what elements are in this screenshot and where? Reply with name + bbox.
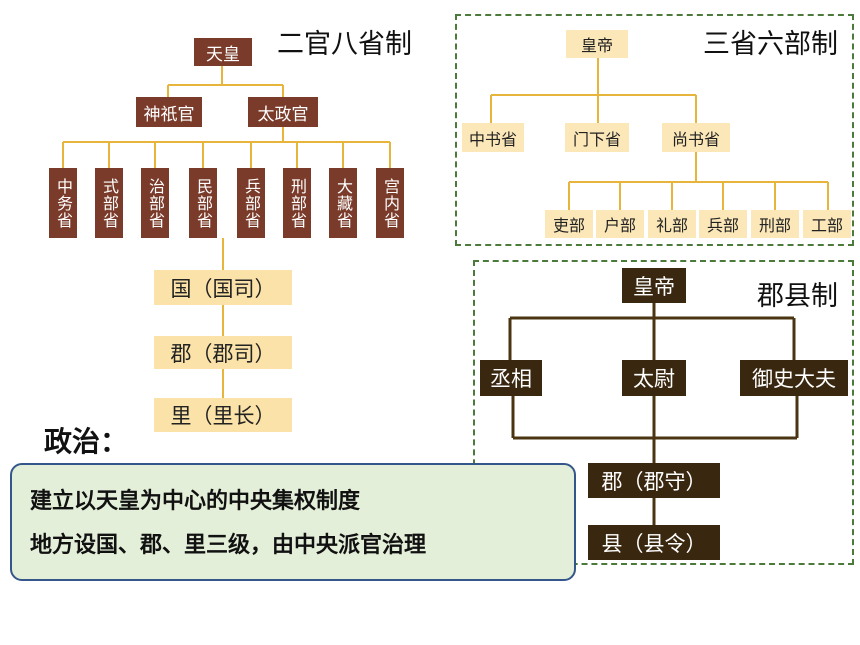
ministry-box: 大藏省 xyxy=(329,168,357,238)
summary-line-2: 地方设国、郡、里三级，由中央派官治理 xyxy=(30,532,427,558)
menxia-box: 门下省 xyxy=(565,123,629,152)
tang-diagram-title: 三省六部制 xyxy=(703,29,838,60)
district-box: 郡（郡司） xyxy=(154,336,292,369)
tang-system-frame xyxy=(455,14,854,246)
politics-summary-box: 建立以天皇为中心的中央集权制度 地方设国、郡、里三级，由中央派官治理 xyxy=(10,463,576,581)
taiwei-box: 太尉 xyxy=(622,360,686,396)
ministry-box: 中务省 xyxy=(49,168,77,238)
shangshu-box: 尚书省 xyxy=(662,123,730,152)
tenno-box: 天皇 xyxy=(194,38,252,66)
chancellor-box: 丞相 xyxy=(480,360,542,396)
ministry-box: 刑部省 xyxy=(283,168,311,238)
emperor-box: 皇帝 xyxy=(622,268,686,303)
ministry-box: 兵部省 xyxy=(237,168,265,238)
summary-line-1: 建立以天皇为中心的中央集权制度 xyxy=(30,488,361,514)
zhongshu-box: 中书省 xyxy=(462,123,524,152)
province-box: 国（国司） xyxy=(154,270,292,305)
qin-system-frame xyxy=(473,260,854,565)
department-box: 吏部 xyxy=(545,210,593,238)
jingikan-box: 神祇官 xyxy=(136,97,202,127)
left-diagram-title: 二官八省制 xyxy=(277,29,412,60)
ministry-box: 民部省 xyxy=(189,168,217,238)
daijokan-box: 太政官 xyxy=(248,97,318,127)
politics-label: 政治： xyxy=(44,425,129,458)
department-box: 礼部 xyxy=(648,210,696,238)
ministry-box: 治部省 xyxy=(141,168,169,238)
ministry-box: 式部省 xyxy=(95,168,123,238)
department-box: 工部 xyxy=(803,210,851,238)
qin-diagram-title: 郡县制 xyxy=(757,281,838,312)
department-box: 户部 xyxy=(596,210,644,238)
village-box: 里（里长） xyxy=(154,398,292,432)
department-box: 兵部 xyxy=(699,210,747,238)
department-box: 刑部 xyxy=(751,210,799,238)
ministry-box: 宫内省 xyxy=(376,168,404,238)
emperor-box: 皇帝 xyxy=(566,30,628,58)
commandery-box: 郡（郡守） xyxy=(588,463,720,498)
censor-box: 御史大夫 xyxy=(740,360,848,396)
county-box: 县（县令） xyxy=(588,525,720,560)
